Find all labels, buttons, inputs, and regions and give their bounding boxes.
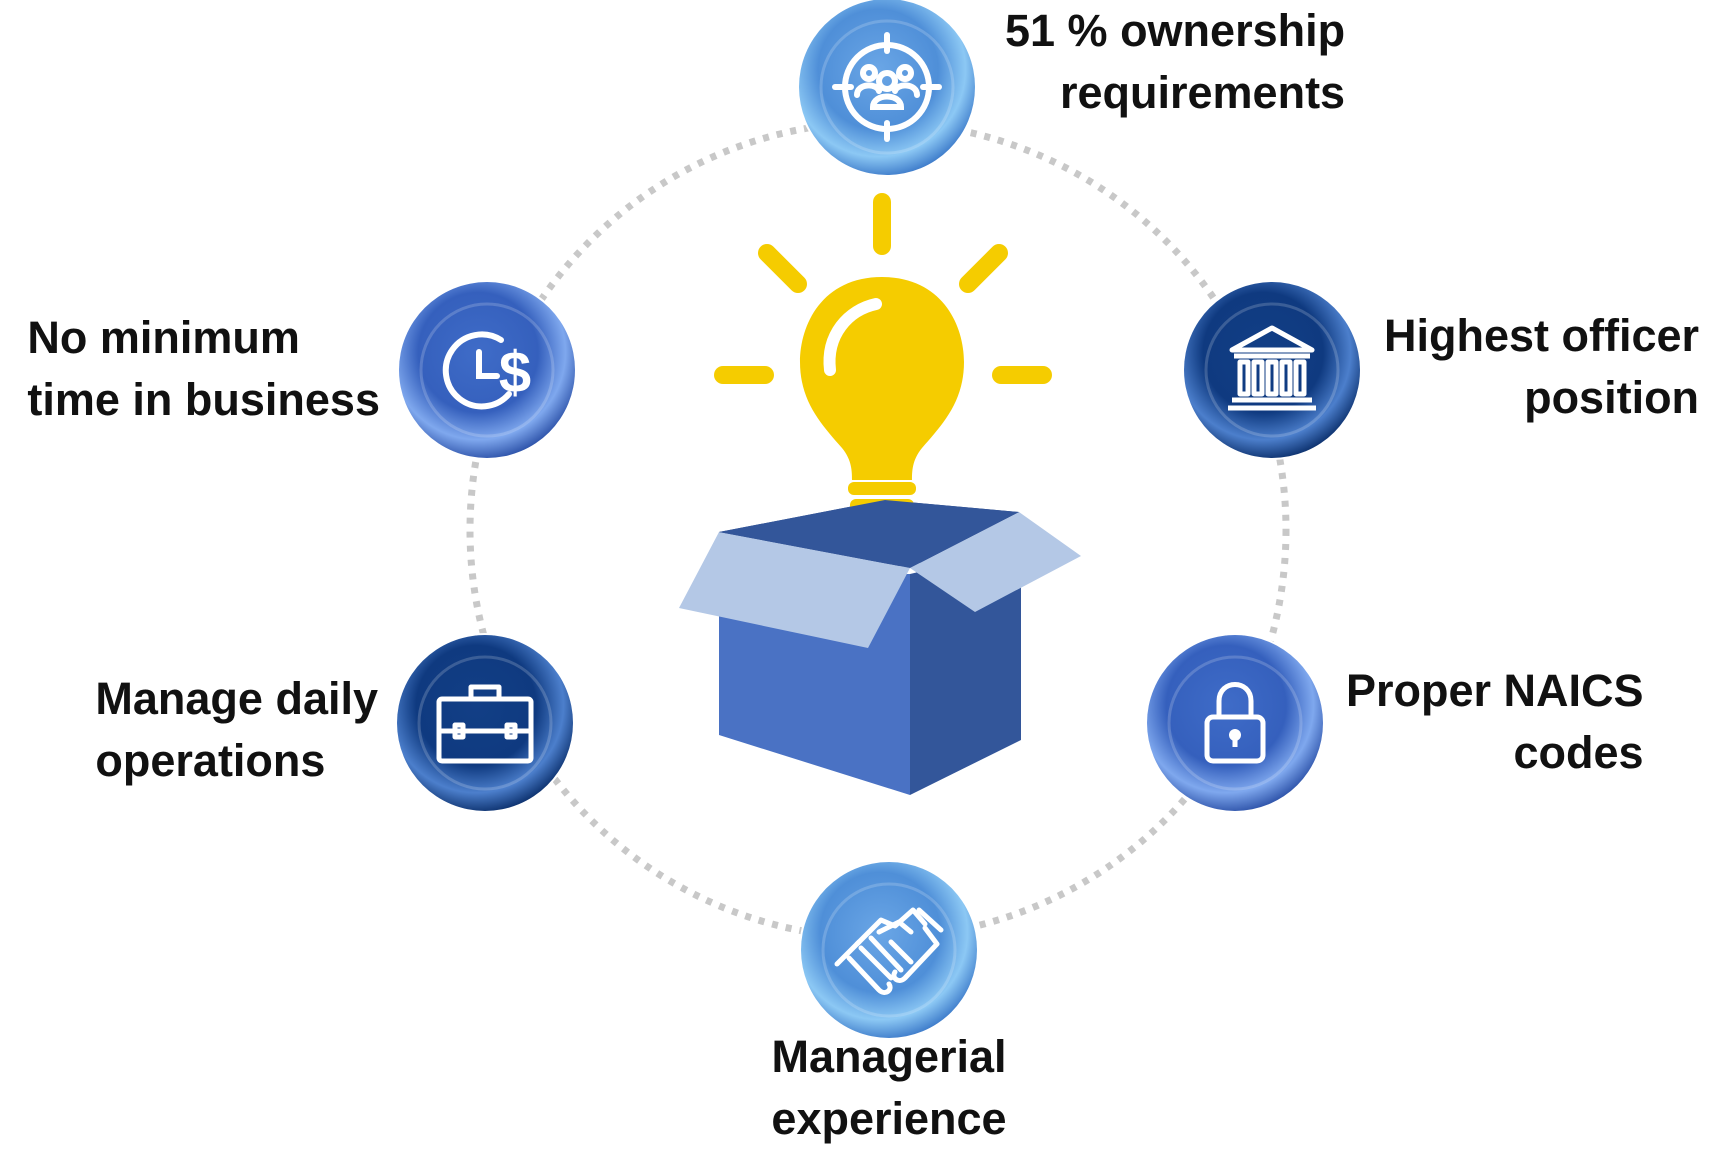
label-managerial: Managerial experience [589,1026,1189,1150]
node-inner-ring [419,302,555,438]
padlock-icon [1204,682,1266,764]
node-circle [1147,635,1323,811]
briefcase-icon [436,684,534,764]
label-line: Manage daily [95,673,378,724]
label-naics: Proper NAICS codes [1346,660,1644,784]
label-time: No minimum time in business [27,307,380,431]
node-ownership [797,0,977,177]
node-officer [1182,280,1362,460]
node-inner-ring [819,19,955,155]
lightbulb-box-illustration [679,193,1081,795]
box-side [910,548,1021,795]
bank-building-icon [1228,325,1316,411]
node-circle [801,862,977,1038]
users-target-icon [832,32,942,142]
node-naics [1145,633,1325,813]
label-line: Proper NAICS [1346,665,1644,716]
label-operations: Manage daily operations [95,668,378,792]
label-ownership: 51 % ownership requirements [1005,0,1345,124]
node-operations [395,633,575,813]
bulb-rays [714,193,1052,384]
label-officer: Highest officer position [1384,305,1699,429]
handshake-icon [834,907,944,995]
label-line: codes [1513,727,1644,778]
node-time: $ [397,280,577,460]
node-circle [399,282,575,458]
box-flap-right [910,512,1081,612]
node-inner-ring [1204,302,1340,438]
label-line: operations [95,735,326,786]
node-inner-ring [1167,655,1303,791]
label-line: Managerial [771,1031,1007,1082]
label-line: experience [771,1093,1007,1144]
node-inner-ring [821,882,957,1018]
label-line: Highest officer [1384,310,1700,361]
label-line: position [1524,372,1700,423]
node-managerial [799,860,979,1040]
clock-dollar-icon: $ [442,331,531,410]
node-circle [1184,282,1360,458]
svg-text:$: $ [499,340,531,405]
box-flap-left [679,532,910,648]
label-line: No minimum [27,312,300,363]
label-line: 51 % ownership [1005,5,1346,56]
node-inner-ring [417,655,553,791]
node-circle [397,635,573,811]
label-line: requirements [1059,67,1346,118]
box-flap-back [719,500,1019,568]
label-line: time in business [27,374,380,425]
